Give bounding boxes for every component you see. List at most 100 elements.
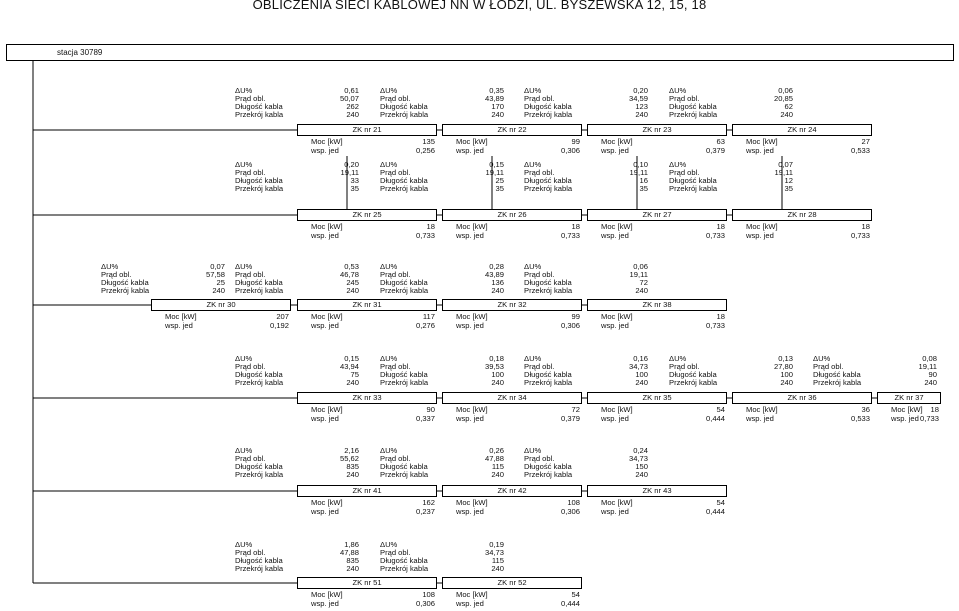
cable-section-label: Przekrój kabla: [669, 378, 718, 387]
cable-section-value: 240: [635, 470, 648, 479]
cable-section-value: 35: [784, 184, 793, 193]
coefficient-value: 0,444: [705, 507, 725, 516]
current-value: 34,59: [628, 94, 648, 103]
coefficient-label: wsp. jed: [746, 414, 774, 423]
power-value: 18: [426, 222, 435, 231]
voltage-drop-value: 0,61: [344, 86, 359, 95]
current-value: 43,89: [484, 94, 504, 103]
voltage-drop-value: 0,13: [778, 354, 793, 363]
voltage-drop-value: 0,20: [344, 160, 359, 169]
voltage-drop-value: 1,86: [344, 540, 359, 549]
power-value: 54: [716, 498, 725, 507]
power-value: 207: [276, 312, 289, 321]
coefficient-label: wsp. jed: [891, 414, 919, 423]
cable-length-label: Długość kabla: [235, 278, 283, 287]
power-label: Moc [kW]: [456, 498, 488, 507]
voltage-drop-label: ΔU%: [669, 86, 687, 95]
power-label: Moc [kW]: [746, 137, 778, 146]
power-label: Moc [kW]: [456, 312, 488, 321]
power-row: Moc [kW]54: [601, 498, 725, 507]
current-value: 27,80: [773, 362, 793, 371]
voltage-drop-row: ΔU%0,53: [235, 263, 375, 271]
voltage-drop-label: ΔU%: [380, 354, 398, 363]
coefficient-value: 0,306: [415, 599, 435, 608]
cable-section-label: Przekrój kabla: [235, 378, 284, 387]
power-label: Moc [kW]: [746, 222, 778, 231]
power-row: Moc [kW]99: [456, 137, 580, 146]
power-value: 117: [422, 312, 435, 321]
power-value: 36: [861, 405, 870, 414]
current-label: Prąd obl.: [380, 94, 411, 103]
current-label: Prąd obl.: [380, 168, 411, 177]
cable-cabinet-box: ZK nr 36: [732, 392, 872, 404]
current-row: Prąd obl.34,73: [380, 549, 520, 557]
coefficient-label: wsp. jed: [311, 414, 339, 423]
coefficient-value: 0,379: [560, 414, 580, 423]
cable-length-value: 12: [784, 176, 793, 185]
cable-section-value: 240: [346, 564, 359, 573]
voltage-drop-label: ΔU%: [524, 86, 542, 95]
diagram-title: OBLICZENIA SIECI KABLOWEJ NN W ŁODZI, UL…: [252, 0, 707, 12]
voltage-drop-value: 0,35: [489, 86, 504, 95]
cable-section-value: 240: [212, 286, 225, 295]
power-row: Moc [kW]108: [311, 590, 435, 599]
coefficient-label: wsp. jed: [456, 414, 484, 423]
station-label: stacja 30789: [57, 48, 103, 57]
current-row: Prąd obl.34,73: [524, 455, 664, 463]
voltage-drop-value: 0,26: [489, 446, 504, 455]
cable-length-value: 75: [350, 370, 359, 379]
cable-section-value: 240: [346, 470, 359, 479]
power-row: Moc [kW]72: [456, 405, 580, 414]
power-value: 108: [422, 590, 435, 599]
power-row: Moc [kW]18: [456, 222, 580, 231]
power-label: Moc [kW]: [311, 137, 343, 146]
current-label: Prąd obl.: [101, 270, 132, 279]
cable-section-value: 35: [639, 184, 648, 193]
cable-length-label: Długość kabla: [524, 176, 572, 185]
voltage-drop-value: 0,07: [210, 262, 225, 271]
voltage-drop-label: ΔU%: [101, 262, 119, 271]
current-row: Prąd obl.19,11: [813, 363, 953, 371]
power-label: Moc [kW]: [891, 405, 923, 414]
cable-cabinet-box: ZK nr 24: [732, 124, 872, 136]
coefficient-label: wsp. jed: [601, 414, 629, 423]
current-value: 19,11: [485, 168, 504, 177]
cable-section-label: Przekrój kabla: [380, 110, 429, 119]
cable-length-label: Długość kabla: [380, 278, 428, 287]
power-row: Moc [kW]90: [311, 405, 435, 414]
coefficient-label: wsp. jed: [311, 599, 339, 608]
cable-cabinet-box: ZK nr 38: [587, 299, 727, 311]
current-value: 19,11: [629, 270, 648, 279]
coefficient-value: 0,237: [415, 507, 435, 516]
voltage-drop-row: ΔU%0,20: [524, 87, 664, 95]
voltage-drop-row: ΔU%0,28: [380, 263, 520, 271]
voltage-drop-row: ΔU%0,06: [669, 87, 809, 95]
cable-length-value: 100: [780, 370, 793, 379]
coefficient-label: wsp. jed: [456, 321, 484, 330]
coefficient-value: 0,733: [560, 231, 580, 240]
coefficient-value: 0,444: [560, 599, 580, 608]
current-value: 19,11: [629, 168, 648, 177]
coefficient-label: wsp. jed: [601, 146, 629, 155]
current-value: 20,85: [773, 94, 793, 103]
voltage-drop-label: ΔU%: [235, 86, 253, 95]
cable-length-label: Długość kabla: [101, 278, 149, 287]
current-label: Prąd obl.: [235, 94, 266, 103]
voltage-drop-row: ΔU% 0,07: [101, 263, 241, 271]
power-row: Moc [kW]54: [601, 405, 725, 414]
cable-length-value: 150: [635, 462, 648, 471]
